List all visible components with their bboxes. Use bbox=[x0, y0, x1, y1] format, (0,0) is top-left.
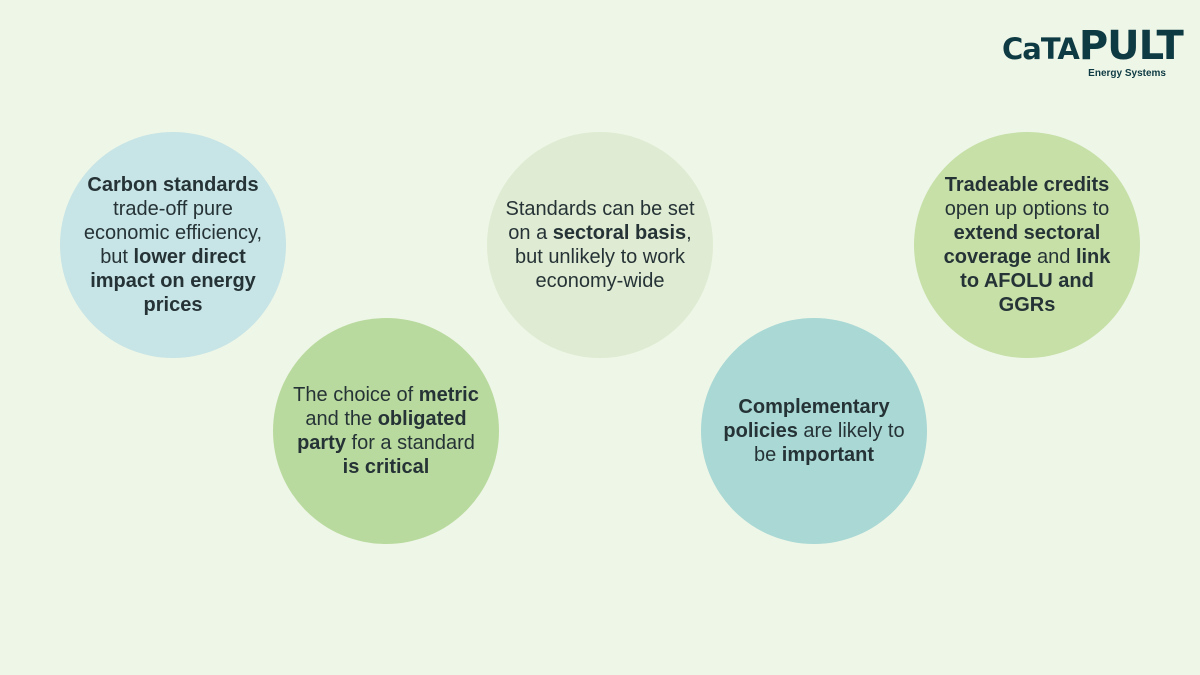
circle-text-segment: The choice of bbox=[293, 384, 419, 406]
circle-text: The choice of metric and the obligated p… bbox=[291, 383, 481, 479]
circle-text: Tradeable credits open up options to ext… bbox=[932, 173, 1122, 317]
circle-text: Complementary policies are likely to be … bbox=[719, 395, 909, 467]
circle-text-segment: open up options to bbox=[944, 198, 1110, 220]
circle-tradeable-credits: Tradeable credits open up options to ext… bbox=[914, 132, 1140, 358]
circle-text-segment: for a standard bbox=[345, 432, 475, 454]
logo-subtitle: Energy Systems bbox=[1088, 68, 1166, 79]
circle-text-segment: lower direct impact on energy prices bbox=[90, 246, 256, 316]
circle-carbon-standards: Carbon standards trade-off pure economic… bbox=[60, 132, 286, 358]
circle-text-segment: Standards can be set on a bbox=[505, 198, 695, 244]
circle-complementary-policies: Complementary policies are likely to be … bbox=[701, 318, 927, 544]
circle-text-segment: sectoral basis bbox=[552, 222, 687, 244]
circle-text-segment: are likely to be bbox=[753, 420, 905, 466]
circle-text-segment: Complementary policies bbox=[723, 396, 890, 442]
circle-choice-of-metric: The choice of metric and the obligated p… bbox=[273, 318, 499, 544]
circle-text-segment: and the bbox=[305, 408, 378, 430]
circle-text-segment: and bbox=[1031, 246, 1076, 268]
circle-text-segment: trade-off pure economic efficiency, but bbox=[83, 198, 263, 268]
circle-text-segment: important bbox=[781, 444, 875, 466]
circle-text-segment: extend sectoral coverage bbox=[943, 222, 1101, 268]
circle-text-segment: Carbon standards bbox=[87, 174, 259, 196]
circle-text: Carbon standards trade-off pure economic… bbox=[78, 173, 268, 317]
circle-text-segment: link to AFOLU and GGRs bbox=[960, 246, 1111, 316]
catapult-logo: CaTAPULT Energy Systems bbox=[1002, 26, 1184, 79]
circle-text-segment: is critical bbox=[342, 456, 430, 478]
circle-text-segment: Tradeable credits bbox=[944, 174, 1110, 196]
logo-word-part2: PULT bbox=[1078, 23, 1184, 69]
circle-text-segment: obligated party bbox=[297, 408, 467, 454]
circle-text: Standards can be set on a sectoral basis… bbox=[505, 197, 695, 293]
logo-word-part1: CaTA bbox=[1002, 32, 1080, 66]
logo-wordmark: CaTAPULT bbox=[1002, 26, 1184, 66]
circle-sectoral-basis: Standards can be set on a sectoral basis… bbox=[487, 132, 713, 358]
circle-text-segment: , but unlikely to work economy-wide bbox=[514, 222, 692, 292]
circle-text-segment: metric bbox=[418, 384, 479, 406]
